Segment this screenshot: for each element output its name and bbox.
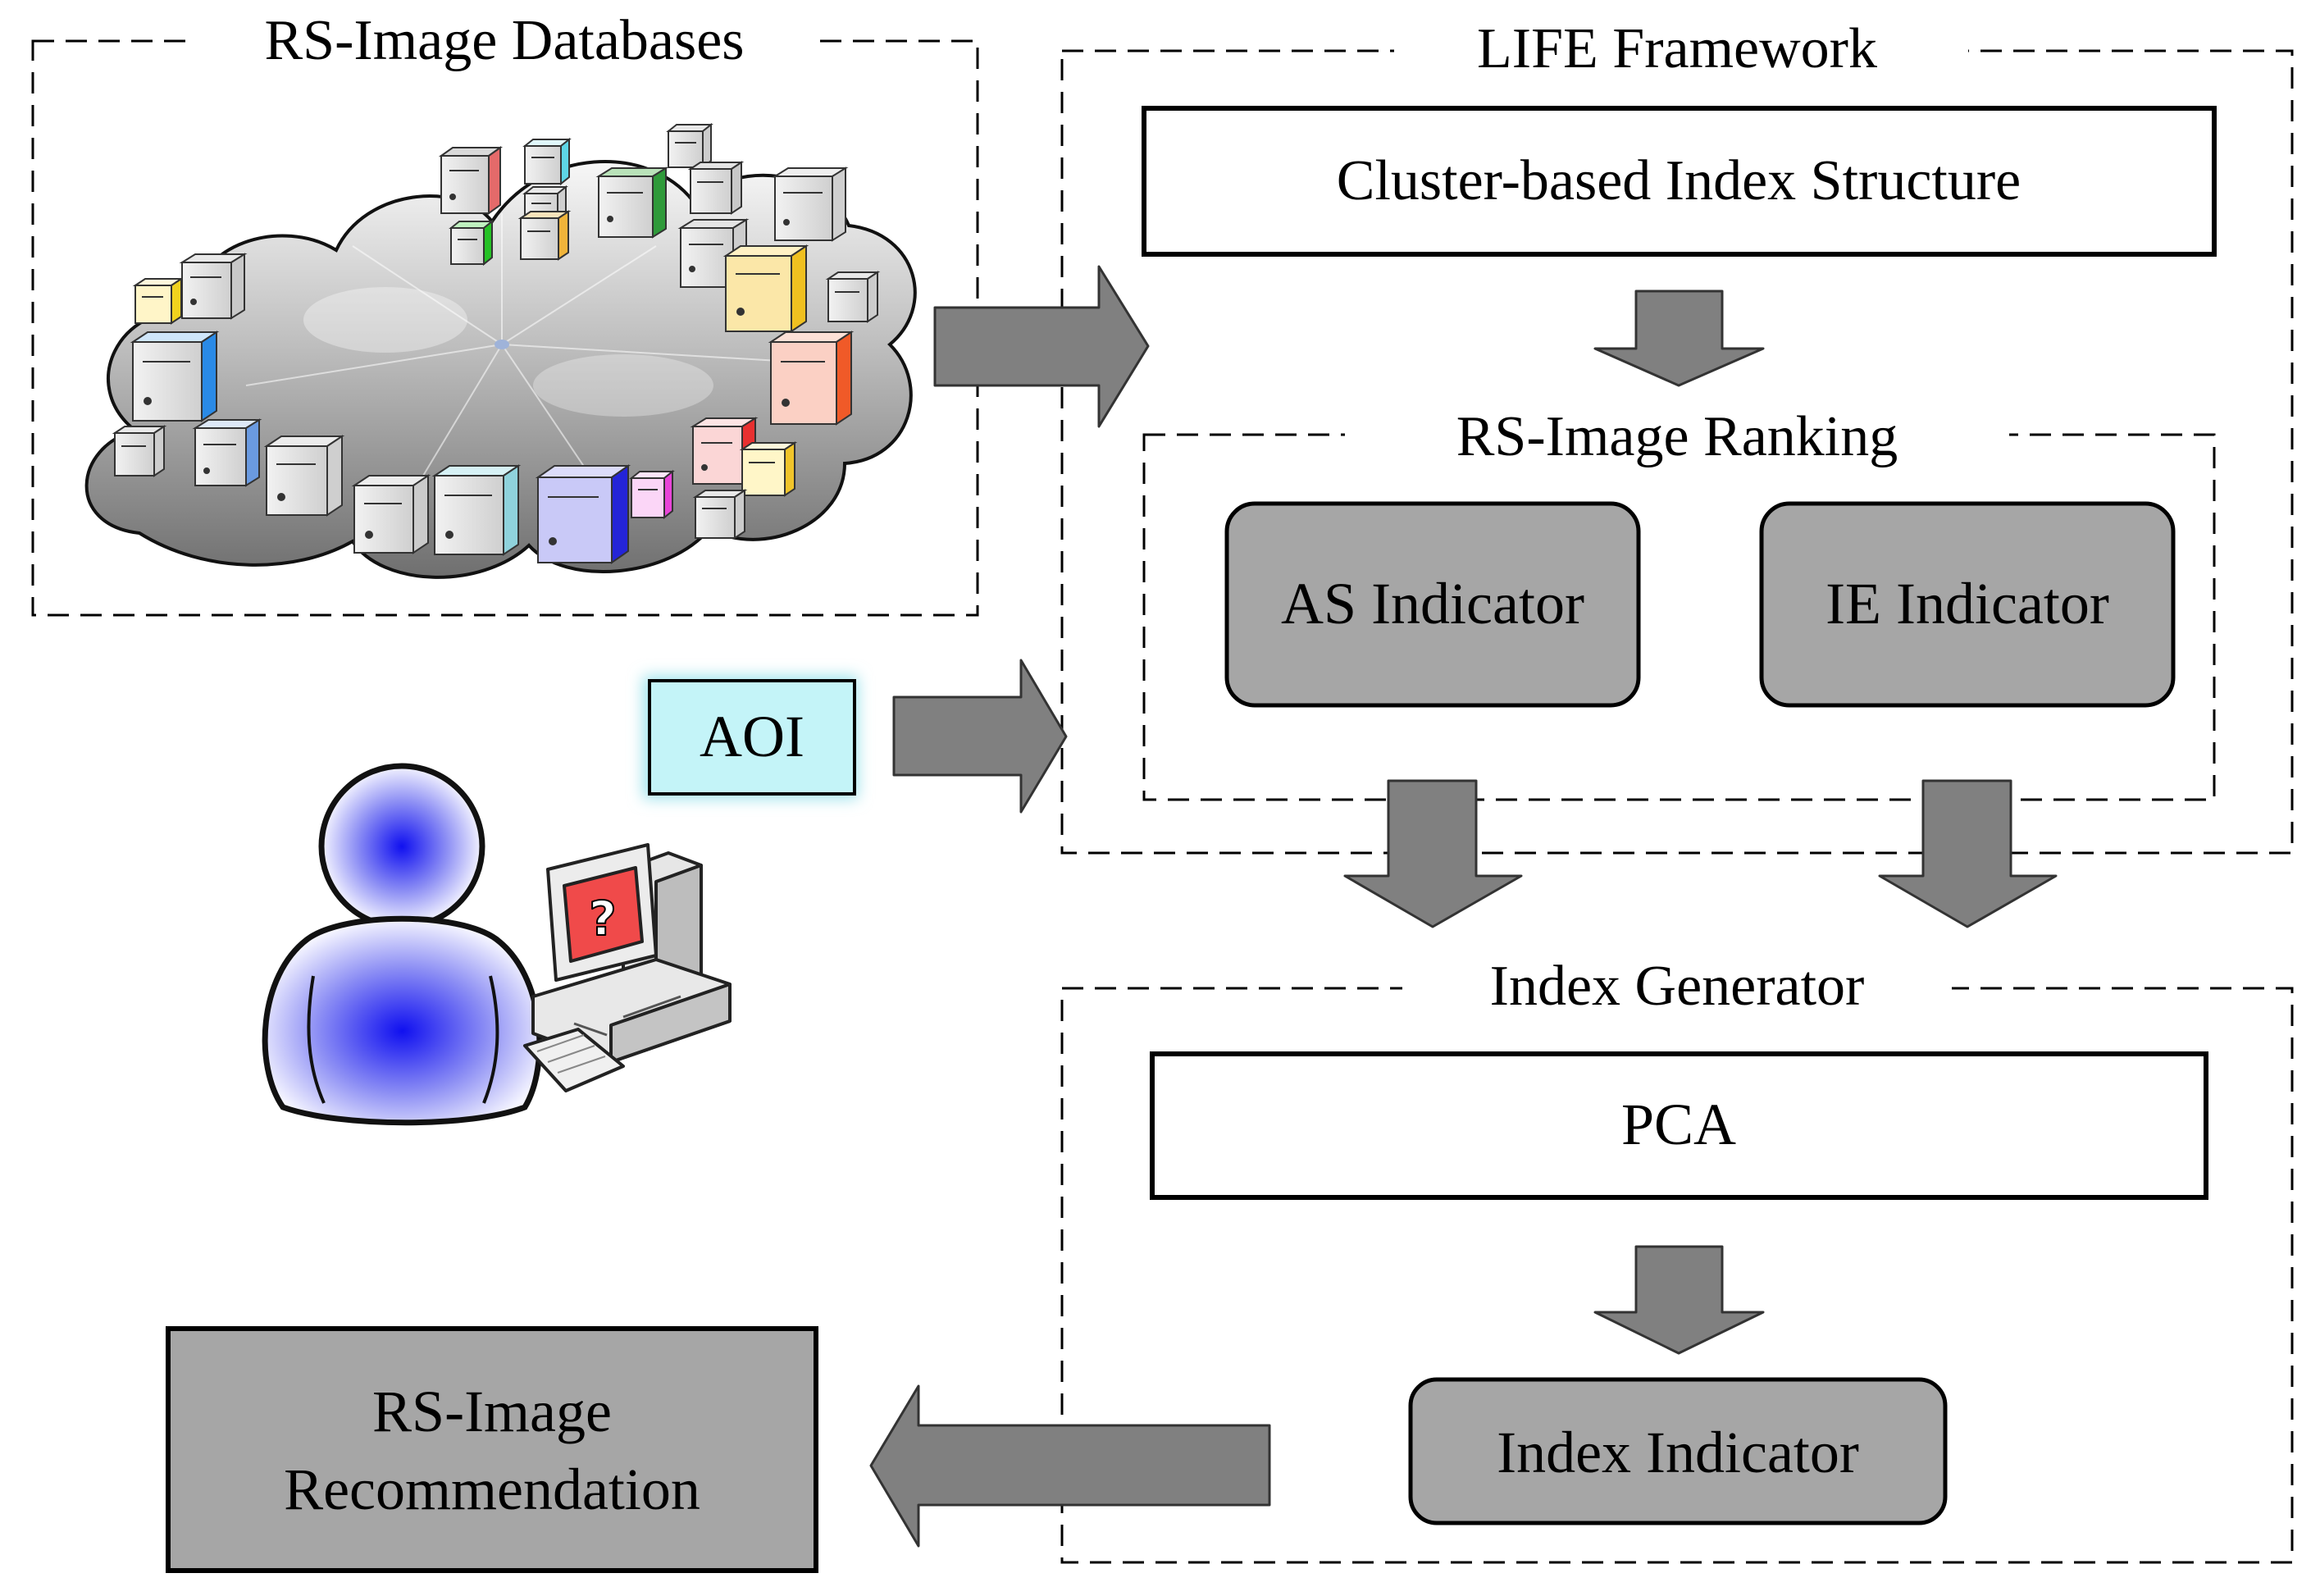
recommendation-box: RS-Image Recommendation: [166, 1326, 818, 1573]
arrow-index-to-recommendation: [869, 1384, 1271, 1548]
arrow-db-to-framework: [933, 265, 1150, 428]
pca-label: PCA: [1621, 1092, 1736, 1157]
ranking-group: RS-Image Ranking: [1142, 404, 2216, 801]
ie-indicator-label: IE Indicator: [1825, 571, 2109, 636]
recommendation-label-line2: Recommendation: [284, 1457, 700, 1522]
arrow-ie-to-generator: [1878, 779, 2058, 928]
generator-group: Index Generator: [1060, 953, 2294, 1564]
cluster-index-box: Cluster-based Index Structure: [1142, 106, 2217, 257]
server-cloud-icon: [84, 122, 917, 579]
cluster-index-label: Cluster-based Index Structure: [1337, 149, 2021, 212]
user-body: [262, 915, 543, 1126]
user-head: [318, 763, 485, 930]
aoi-label: AOI: [700, 704, 804, 769]
monitor-glyph: ?: [589, 891, 617, 946]
arrow-aoi-to-framework: [892, 659, 1068, 814]
arrow-cluster-to-ranking: [1593, 290, 1765, 387]
arrow-as-to-generator: [1343, 779, 1523, 928]
arrows: [869, 265, 2058, 1548]
framework-title: LIFE Framework: [1477, 17, 1877, 80]
index-indicator-box: Index Indicator: [1408, 1377, 1948, 1525]
ie-indicator-box: IE Indicator: [1759, 501, 2176, 708]
recommendation-label-line1: RS-Image: [372, 1379, 612, 1444]
monitor-screen: [563, 866, 644, 963]
pca-box: PCA: [1150, 1051, 2208, 1200]
aoi-box: AOI: [643, 676, 858, 799]
arrow-pca-to-index: [1593, 1245, 1765, 1355]
as-indicator-label: AS Indicator: [1281, 571, 1584, 636]
framework-group: LIFE Framework: [1060, 16, 2294, 855]
ranking-title: RS-Image Ranking: [1456, 405, 1898, 468]
server-icons: [112, 122, 881, 564]
index-indicator-label: Index Indicator: [1497, 1420, 1859, 1485]
databases-group: RS-Image Databases: [31, 9, 979, 617]
as-indicator-box: AS Indicator: [1224, 501, 1641, 708]
generator-title: Index Generator: [1490, 955, 1865, 1018]
user-at-computer-icon: ?: [262, 763, 732, 1126]
computer-icon: ?: [523, 843, 732, 1092]
databases-title: RS-Image Databases: [264, 9, 744, 72]
